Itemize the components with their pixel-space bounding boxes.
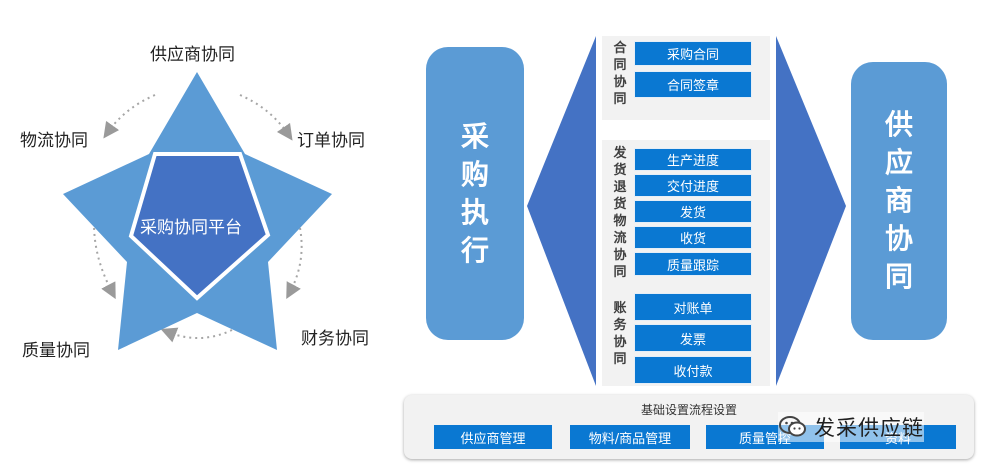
logistics-button-receive[interactable]: 收货 (634, 226, 752, 249)
logistics-button-ship[interactable]: 发货 (634, 200, 752, 223)
procurement-execution-label: 采购执行 (460, 119, 489, 267)
watermark: 发采供应链 (778, 412, 924, 442)
star-label-bottom-left: 质量协同 (22, 341, 90, 361)
contract-button-contract-signing[interactable]: 合同签章 (634, 71, 752, 98)
base-button-material-management[interactable]: 物料/商品管理 (570, 425, 690, 449)
group-title-finance: 账务协同 (613, 301, 627, 367)
contract-button-purchase-contract[interactable]: 采购合同 (634, 41, 752, 66)
base-settings-title: 基础设置流程设置 (640, 403, 737, 417)
group-title-logistics: 发货退货物流协同 (613, 146, 627, 280)
star-center-label: 采购协同平台 (140, 218, 242, 238)
star-inner-pentagon (128, 152, 271, 301)
star-label-left: 物流协同 (20, 131, 88, 151)
cycle-arrow (286, 227, 303, 300)
procurement-execution-pill: 采购执行 (426, 47, 524, 340)
logistics-button-production-progress[interactable]: 生产进度 (634, 148, 752, 171)
star-label-right: 订单协同 (297, 131, 365, 151)
cycle-arrows (93, 94, 303, 343)
supplier-collaboration-label: 供应商协同 (884, 108, 913, 293)
finance-button-payment[interactable]: 收付款 (634, 356, 752, 384)
base-settings-bar: 基础设置流程设置 供应商管理 物料/商品管理 质量管控 资料 (404, 395, 974, 459)
wechat-icon (779, 416, 806, 437)
finance-button-invoice[interactable]: 发票 (634, 324, 752, 352)
supplier-collaboration-pill: 供应商协同 (851, 62, 947, 340)
left-arrow-shape (527, 36, 596, 386)
logistics-button-delivery-progress[interactable]: 交付进度 (634, 174, 752, 197)
cycle-arrow (160, 327, 233, 343)
watermark-text: 发采供应链 (814, 416, 924, 440)
star-label-bottom-right: 财务协同 (301, 329, 369, 349)
cycle-arrow (239, 94, 293, 141)
right-arrow-shape (776, 36, 846, 386)
star-label-top: 供应商协同 (150, 45, 235, 65)
base-button-supplier-management[interactable]: 供应商管理 (434, 425, 552, 449)
cycle-arrow (103, 94, 156, 139)
logistics-button-quality-tracking[interactable]: 质量跟踪 (634, 252, 752, 276)
group-title-contract: 合同协同 (613, 41, 627, 107)
finance-button-statement[interactable]: 对账单 (634, 293, 752, 321)
star-diagram (63, 72, 332, 350)
